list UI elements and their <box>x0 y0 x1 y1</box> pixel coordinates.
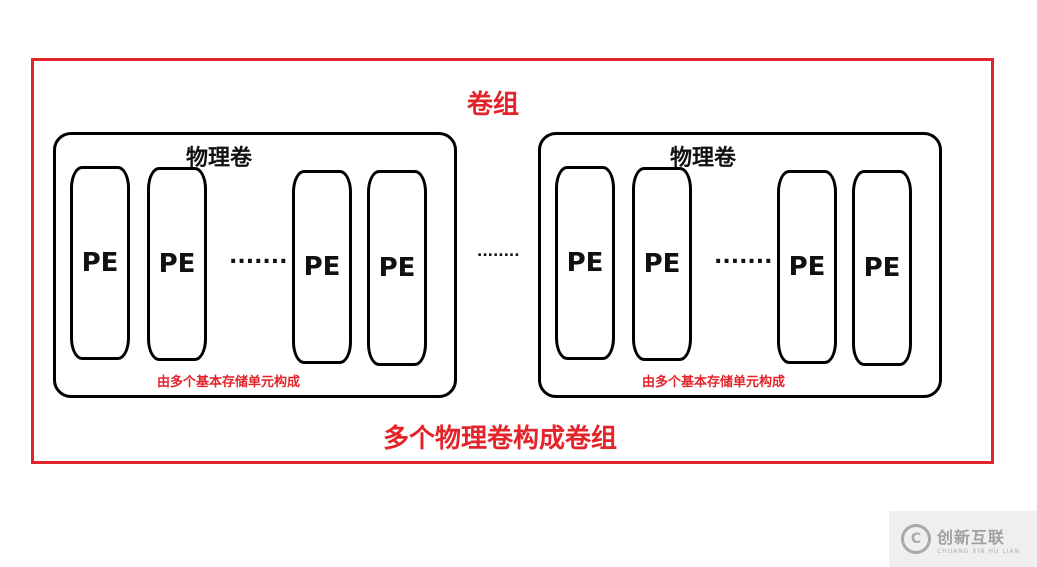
pe-block: PE <box>852 170 912 366</box>
pe-label: PE <box>158 249 196 279</box>
pe-block: PE <box>70 166 130 360</box>
watermark-text: 创新互联 CHUANG XIN HU LIAN <box>937 524 1020 555</box>
pe-label: PE <box>566 248 604 278</box>
pe-block: PE <box>777 170 837 364</box>
pe-block: PE <box>367 170 427 366</box>
pe-label: PE <box>643 249 681 279</box>
pe-label: PE <box>303 252 341 282</box>
pe-ellipsis: ....... <box>714 244 773 269</box>
volume-group-caption: 多个物理卷构成卷组 <box>383 424 618 454</box>
pe-block: PE <box>292 170 352 364</box>
pe-label: PE <box>378 253 416 283</box>
physical-volume-2-title: 物理卷 <box>670 146 737 171</box>
physical-volume-2-caption: 由多个基本存储单元构成 <box>642 375 786 390</box>
volume-ellipsis: ........ <box>477 244 520 260</box>
logo-icon: C <box>901 524 931 554</box>
volume-group-frame <box>31 58 994 464</box>
volume-group-title: 卷组 <box>467 90 520 120</box>
physical-volume-1-title: 物理卷 <box>186 146 253 171</box>
pe-ellipsis: ....... <box>229 244 288 269</box>
physical-volume-1-caption: 由多个基本存储单元构成 <box>157 375 301 390</box>
pe-label: PE <box>863 253 901 283</box>
pe-block: PE <box>555 166 615 360</box>
pe-label: PE <box>788 252 826 282</box>
pe-block: PE <box>147 167 207 361</box>
watermark: C 创新互联 CHUANG XIN HU LIAN <box>889 511 1037 567</box>
watermark-sub: CHUANG XIN HU LIAN <box>937 547 1021 555</box>
pe-label: PE <box>81 248 119 278</box>
pe-block: PE <box>632 167 692 361</box>
watermark-main: 创新互联 <box>937 527 1006 547</box>
